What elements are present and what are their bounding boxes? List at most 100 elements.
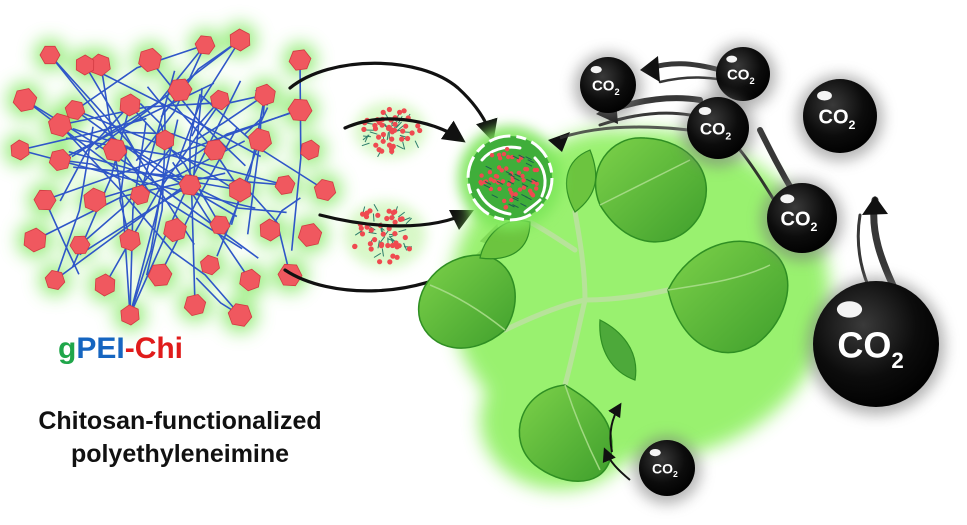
chitosan-hexagon <box>163 217 187 243</box>
chitosan-hexagon <box>138 47 162 73</box>
description-line-1: Chitosan-functionalized <box>38 407 322 435</box>
nanoparticle-dot <box>401 108 407 114</box>
chitosan-hexagon <box>288 49 312 71</box>
chitosan-hexagon <box>102 138 128 162</box>
chitosan-hexagon <box>12 88 38 112</box>
chitosan-hexagon <box>75 54 95 76</box>
material-label: gPEI-Chi <box>58 332 183 366</box>
nanoparticle-dot <box>392 121 398 127</box>
chitosan-hexagon <box>48 148 72 172</box>
co2-label: CO2 <box>727 67 755 86</box>
nanoparticle-icon <box>344 201 426 269</box>
nanoparticle-dot <box>415 123 421 129</box>
chitosan-hexagon <box>94 273 116 297</box>
nanoparticle-dot <box>389 136 395 142</box>
co2-molecule-icon: CO2 <box>807 277 945 415</box>
chitosan-hexagon <box>120 304 140 326</box>
leaf <box>599 319 637 381</box>
chitosan-hexagon <box>119 93 141 117</box>
nanoparticle-dot <box>392 219 398 225</box>
co2-molecule-icon: CO2 <box>681 93 755 167</box>
nanoparticle-dot <box>386 142 393 148</box>
chitosan-hexagon <box>147 263 173 287</box>
chitosan-hexagon <box>248 127 272 153</box>
arrow-icon <box>318 209 475 231</box>
nanoparticle-dot <box>417 127 423 134</box>
nanoparticle-dot <box>380 231 386 237</box>
nanoparticle-dot <box>403 123 409 129</box>
nanoparticle-dot <box>376 134 382 140</box>
nanoparticle-icon <box>354 102 426 158</box>
chitosan-hexagon <box>178 174 202 196</box>
nanoparticle-dot <box>409 130 415 136</box>
nanoparticle-dot <box>380 131 386 138</box>
nanoparticle-dot <box>389 215 395 221</box>
chitosan-hexagon <box>229 28 251 52</box>
nanoparticle-dot <box>388 127 394 133</box>
nanoparticle-dot <box>368 227 374 233</box>
nanoparticle-dot <box>392 231 398 237</box>
nanoparticle-dot <box>360 211 366 217</box>
chitosan-hexagon <box>210 89 230 111</box>
leaf <box>667 240 789 354</box>
co2-molecule-icon: CO2 <box>797 75 883 161</box>
nanoparticle-dot <box>385 242 391 249</box>
nanoparticle-dot <box>379 122 385 128</box>
leaf <box>594 137 707 243</box>
chitosan-hexagon <box>209 215 231 235</box>
chloroplast-icon <box>458 126 562 230</box>
chitosan-hexagon <box>48 112 72 138</box>
nanoparticle-dot <box>375 212 381 218</box>
leaf <box>417 254 516 349</box>
label-chi: Chi <box>134 332 184 365</box>
nanoparticle-dot <box>402 234 408 241</box>
chitosan-hexagon <box>44 270 66 290</box>
nanoparticle-dot <box>386 106 392 113</box>
chitosan-hexagon <box>183 293 207 317</box>
nanoparticle-dot <box>400 128 406 134</box>
nanoparticle-dot <box>363 214 370 220</box>
leaf <box>518 384 613 482</box>
nanoparticle-dot <box>390 210 396 216</box>
nanoparticle-dot <box>367 241 373 247</box>
nanoparticle-dot <box>394 254 400 260</box>
arrow-icon <box>862 196 888 215</box>
nanoparticle-dot <box>397 109 403 115</box>
nanoparticle-dot <box>364 224 370 230</box>
nanoparticle-dot <box>386 208 392 214</box>
label-pei: PEI <box>76 332 125 365</box>
nanoparticle-dot <box>394 244 400 250</box>
chitosan-hexagon <box>129 184 151 206</box>
nanoparticle-dot <box>373 142 379 148</box>
chitosan-hexagon <box>259 218 281 242</box>
description-line-2: polyethyleneimine <box>70 440 290 468</box>
chitosan-hexagon <box>229 177 251 203</box>
chitosan-hexagon <box>69 235 91 255</box>
chitosan-hexagon <box>300 139 320 161</box>
chitosan-hexagon <box>10 139 30 161</box>
nanoparticle-dot <box>405 135 411 142</box>
nanoparticle-dot <box>359 231 366 237</box>
chitosan-hexagon <box>297 223 323 247</box>
nanoparticle-dot <box>378 243 384 249</box>
arrow-icon <box>288 61 498 143</box>
nanoparticle-dot <box>390 253 396 259</box>
arrow-icon <box>602 447 631 481</box>
nanoparticle-dot <box>380 109 386 115</box>
chitosan-hexagon <box>155 129 175 151</box>
label-dash: - <box>124 332 135 365</box>
nanoparticle-dot <box>380 138 386 144</box>
chitosan-units <box>10 28 337 327</box>
nanoparticle-dot <box>361 126 367 132</box>
chitosan-hexagon <box>194 35 216 55</box>
co2-molecule-icon: CO2 <box>574 53 642 121</box>
chitosan-hexagon <box>200 254 220 276</box>
co2-molecule-icon: CO2 <box>710 43 776 109</box>
nanoparticle-dot <box>387 259 393 265</box>
co2-label: CO2 <box>700 120 732 143</box>
nanoparticle-dot <box>384 215 390 222</box>
chitosan-hexagon <box>33 189 57 211</box>
nanoparticle-dot <box>397 216 403 222</box>
